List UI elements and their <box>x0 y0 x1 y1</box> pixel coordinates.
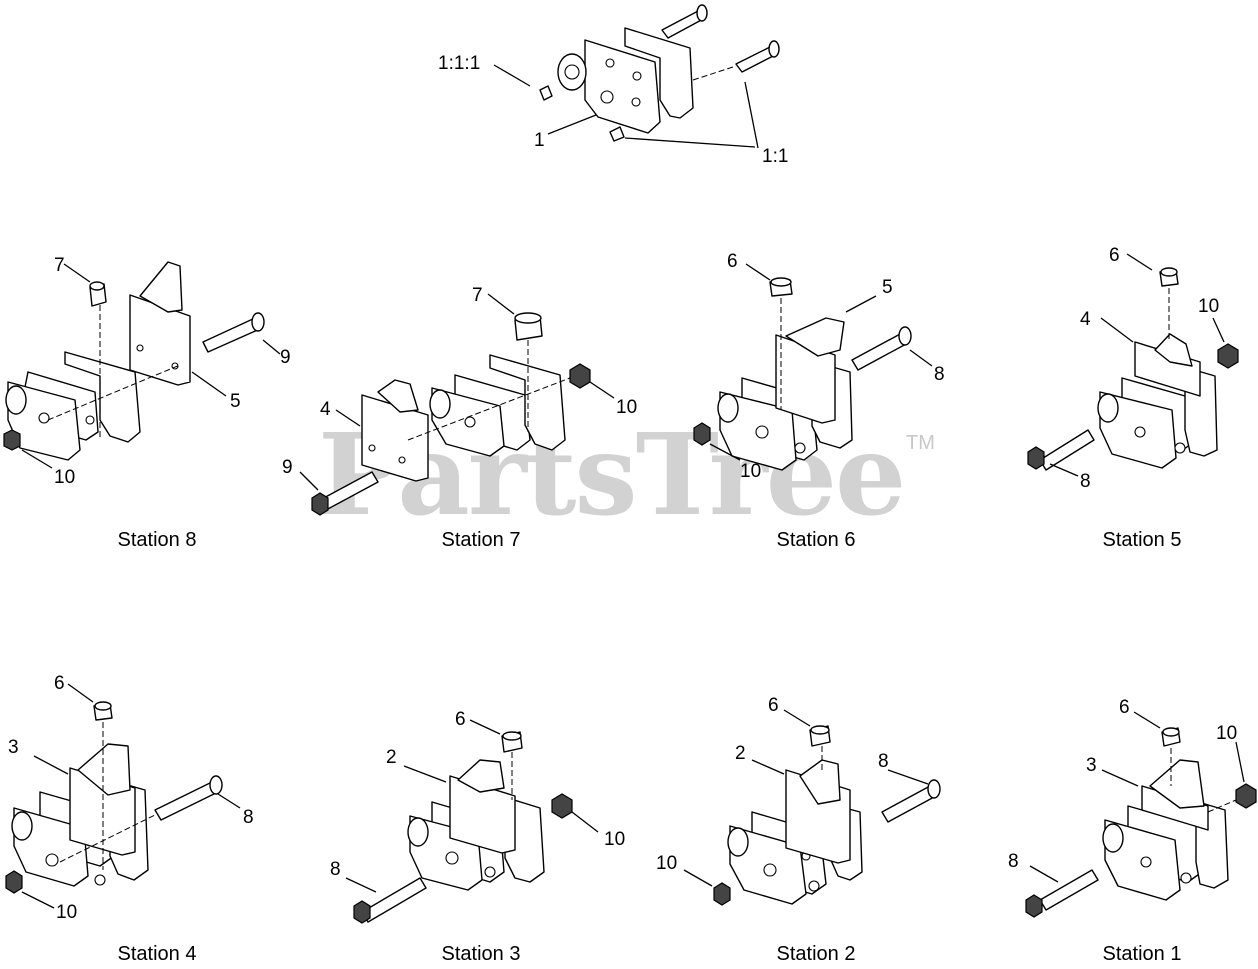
callout-label: 9 <box>282 457 293 478</box>
station-3-parts <box>345 719 599 924</box>
station-4-parts <box>5 683 241 909</box>
callout-label: 5 <box>230 391 241 412</box>
callout-label: 6 <box>1109 245 1120 266</box>
callout-label: 10 <box>54 467 76 488</box>
top-pin-upper <box>661 4 708 39</box>
station-8-parts <box>3 261 281 469</box>
station-caption: Station 8 <box>117 529 197 551</box>
callout-label: 1:1:1 <box>438 53 481 74</box>
callout-label: 10 <box>604 829 626 850</box>
station-caption: Station 3 <box>441 943 521 965</box>
callout-label: 4 <box>1080 309 1091 330</box>
top-clip-left <box>539 85 553 101</box>
station-caption: Station 4 <box>117 943 197 965</box>
trademark-mark: TM <box>906 432 935 454</box>
station-6-parts <box>693 263 933 471</box>
callout-label: 6 <box>768 695 779 716</box>
callout-label: 8 <box>1080 471 1091 492</box>
callout-label: 10 <box>1216 723 1238 744</box>
callout-label: 10 <box>56 902 78 923</box>
callout-label: 7 <box>472 285 483 306</box>
plate-hole <box>605 58 615 68</box>
station-5-parts <box>1027 253 1239 477</box>
callout-label: 8 <box>934 364 945 385</box>
callout-label: 10 <box>1198 296 1220 317</box>
callout-label: 2 <box>735 743 746 764</box>
callout-label: 10 <box>616 397 638 418</box>
callout-label: 8 <box>243 807 254 828</box>
callout-label: 6 <box>54 673 65 694</box>
callout-label: 3 <box>8 737 19 758</box>
callout-label: 4 <box>320 399 331 420</box>
top-clip-right <box>609 126 625 142</box>
top-rear-plate <box>624 27 694 119</box>
callout-label: 8 <box>1008 851 1019 872</box>
callout-label: 6 <box>727 251 738 272</box>
callout-label: 5 <box>882 277 893 298</box>
callout-label: 8 <box>330 859 341 880</box>
callout-label: 10 <box>656 853 678 874</box>
callout-label: 10 <box>740 461 762 482</box>
station-caption: Station 7 <box>441 529 521 551</box>
station-caption: Station 1 <box>1102 943 1182 965</box>
station-caption: Station 6 <box>776 529 856 551</box>
callout-label: 6 <box>1119 697 1130 718</box>
callout-label: 6 <box>455 709 466 730</box>
station-caption: Station 5 <box>1102 529 1182 551</box>
top-assembly <box>493 4 780 149</box>
station-1-parts <box>1025 711 1257 918</box>
station-caption: Station 2 <box>776 943 856 965</box>
callout-label: 3 <box>1086 755 1097 776</box>
station-7-parts <box>299 293 615 516</box>
callout-label: 9 <box>280 347 291 368</box>
callout-label: 7 <box>54 255 65 276</box>
callout-label: 1:1 <box>762 146 789 167</box>
top-front-plate <box>557 39 661 134</box>
callout-label: 2 <box>386 747 397 768</box>
callout-label: 1 <box>534 130 545 151</box>
top-pin-lower <box>735 40 780 73</box>
station-2-parts <box>683 709 941 906</box>
callout-label: 8 <box>878 751 889 772</box>
